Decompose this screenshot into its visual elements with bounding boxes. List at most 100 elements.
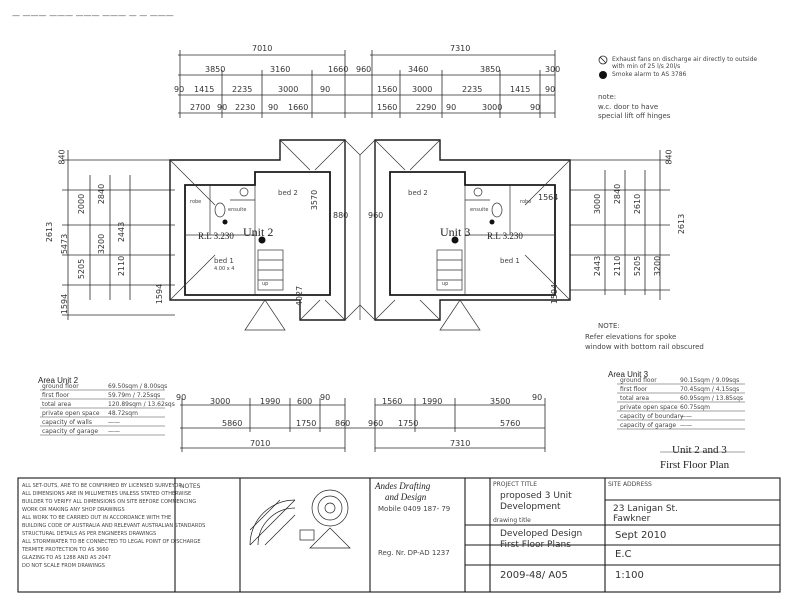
dim-bottom-r1-0: 1560: [382, 397, 403, 406]
project-title-2: Development: [500, 502, 561, 512]
area-unit2-row4-label: capacity of walls: [42, 419, 92, 426]
unit3-bed2: bed 2: [408, 189, 428, 197]
unit2-ensuite: ensuite: [228, 207, 247, 213]
area-unit2-row3-value: 48.72sqm: [108, 410, 138, 417]
unit2-bed1: bed 1: [214, 257, 234, 265]
dim-top-row3-4: 90: [320, 85, 331, 94]
legend-smoke-text: Smoke alarm to AS 3786: [612, 71, 687, 78]
dim-bottom-l1-2: 1990: [260, 397, 281, 406]
area-unit3-row3-label: private open space: [620, 404, 678, 411]
dim-bottom-r2-4: 1750: [398, 419, 419, 428]
dim-left-inner-6: 2443: [117, 221, 127, 243]
dim-right-inner-1: 2840: [613, 183, 623, 205]
dim-top-row3-2: 2235: [232, 85, 253, 94]
site-address: 23 Lanigan St.: [613, 504, 678, 514]
dim-top-row3-9: 90: [545, 85, 556, 94]
dim-bottom-l1-3: 600: [297, 397, 313, 406]
site-address-2: Fawkner: [613, 514, 651, 524]
dim-top-row3-5: 1560: [377, 85, 398, 94]
dim-top-row4-3: 90: [268, 103, 279, 112]
dim-left-3: 1594: [60, 293, 70, 315]
dim-top-row3-8: 1415: [510, 85, 531, 94]
dim-top-row3-6: 3000: [412, 85, 433, 94]
area-unit3-row1-value: 70.45sqm / 4.15sqs: [680, 386, 740, 393]
dim-top-row4-0: 2700: [190, 103, 211, 112]
dim-right-2: 1594: [550, 283, 560, 305]
dim-bottom-r2-1: 1750: [296, 419, 317, 428]
area-unit3-row1-label: first floor: [620, 386, 648, 393]
dim-bottom-l1-1: 3000: [210, 397, 231, 406]
dim-top-row4-4: 1660: [288, 103, 309, 112]
unit3-ensuite: ensuite: [470, 207, 489, 213]
dim-right-inner-0: 3000: [593, 193, 603, 215]
note2-line-1: Refer elevations for spoke: [585, 333, 677, 341]
area-unit2-row0-value: 69.50sqm / 8.00sqs: [108, 383, 168, 390]
area-unit2-title: Area Unit 2: [38, 376, 79, 385]
sheet-title-line2: First Floor Plan: [660, 459, 730, 471]
dim-bottom-r2-2: 860: [335, 419, 351, 428]
unit3-label: Unit 3: [440, 225, 471, 239]
drawing-date: Sept 2010: [615, 530, 667, 541]
area-unit2-row3-label: private open space: [42, 410, 100, 417]
area-unit3-title: Area Unit 3: [608, 370, 649, 379]
unit3-stair: up: [442, 281, 449, 287]
dim-top-row3-7: 2235: [462, 85, 483, 94]
dim-left-inner-5: 2110: [117, 255, 127, 277]
dim-left-inner-3: 5205: [77, 258, 87, 280]
area-unit3-row4-label: capacity of boundary: [620, 413, 684, 420]
dim-top-row2-6: 300: [545, 65, 561, 74]
dim-top-row3-1: 1415: [194, 85, 215, 94]
legend-exhaust-text: Exhaust fans on discharge air directly t…: [612, 56, 758, 70]
area-unit3-row0-label: ground floor: [620, 377, 657, 384]
dim-bottom-right-overall: 7310: [450, 439, 471, 448]
area-unit2-row1-label: first floor: [42, 392, 70, 399]
unit3-bed1: bed 1: [500, 257, 520, 265]
site-field-label: SITE ADDRESS: [608, 481, 652, 488]
project-title: proposed 3 Unit: [500, 491, 572, 501]
area-unit3-row5-value: ——: [680, 422, 692, 429]
drawn-by: E.C: [615, 549, 632, 560]
dim-plan-1564: 1564: [538, 193, 559, 202]
header-scribble: — ——— ——— ——— ——— — — ———: [12, 11, 174, 20]
note2-title: NOTE:: [598, 322, 620, 330]
legend-note-title: note:: [598, 93, 617, 101]
unit2-robe: robe: [190, 199, 202, 205]
dim-right-inner-6: 2443: [593, 255, 603, 277]
area-unit3-row2-label: total area: [620, 395, 650, 402]
dim-top-row4-6: 2290: [416, 103, 437, 112]
notes-column-label: NOTES: [180, 483, 201, 490]
legend-note-line-2: special lift off hinges: [598, 112, 671, 120]
dim-left-overall: 7010: [252, 44, 273, 53]
firm-reg: Reg. Nr. DP-AD 1237: [378, 549, 450, 557]
dim-top-row4-9: 90: [530, 103, 541, 112]
drawing-field-label: drawing title: [493, 517, 531, 524]
dim-top-row2-4: 3460: [408, 65, 429, 74]
dim-plan-4027: 4027: [295, 285, 305, 307]
area-unit3-row2-value: 60.95sqm / 13.85sqs: [680, 395, 744, 402]
area-unit2-row5-value: ——: [108, 428, 120, 435]
project-field-label: PROJECT TITLE: [493, 481, 538, 488]
area-unit2-row5-label: capacity of garage: [42, 428, 99, 435]
dim-top-row4-2: 2230: [235, 103, 256, 112]
firm-sub: and Design: [385, 492, 427, 502]
dim-right-inner-3: 2110: [613, 255, 623, 277]
dim-top-row4-1: 90: [217, 103, 228, 112]
dim-right-inner-4: 5205: [633, 255, 643, 277]
firm-name: Andes Drafting: [375, 481, 431, 491]
dim-bottom-r1-2: 3500: [490, 397, 511, 406]
dim-top-row2-0: 3850: [205, 65, 226, 74]
sheet-title-line1: Unit 2 and 3: [672, 444, 727, 456]
dim-bottom-l1-4: 90: [320, 393, 331, 402]
dim-bottom-r2-3: 960: [368, 419, 384, 428]
dim-bottom-l1-0: 90: [176, 393, 187, 402]
area-unit3-row5-label: capacity of garage: [620, 422, 677, 429]
unit2-label: Unit 2: [243, 225, 274, 239]
note2-line-2: window with bottom rail obscured: [585, 343, 704, 351]
dim-top-row3-0: 90: [174, 85, 185, 94]
dim-bottom-left-overall: 7010: [250, 439, 271, 448]
dim-top-row2-5: 3850: [480, 65, 501, 74]
unit3-robe: robe: [520, 199, 532, 205]
area-unit2-row4-value: ——: [108, 419, 120, 426]
